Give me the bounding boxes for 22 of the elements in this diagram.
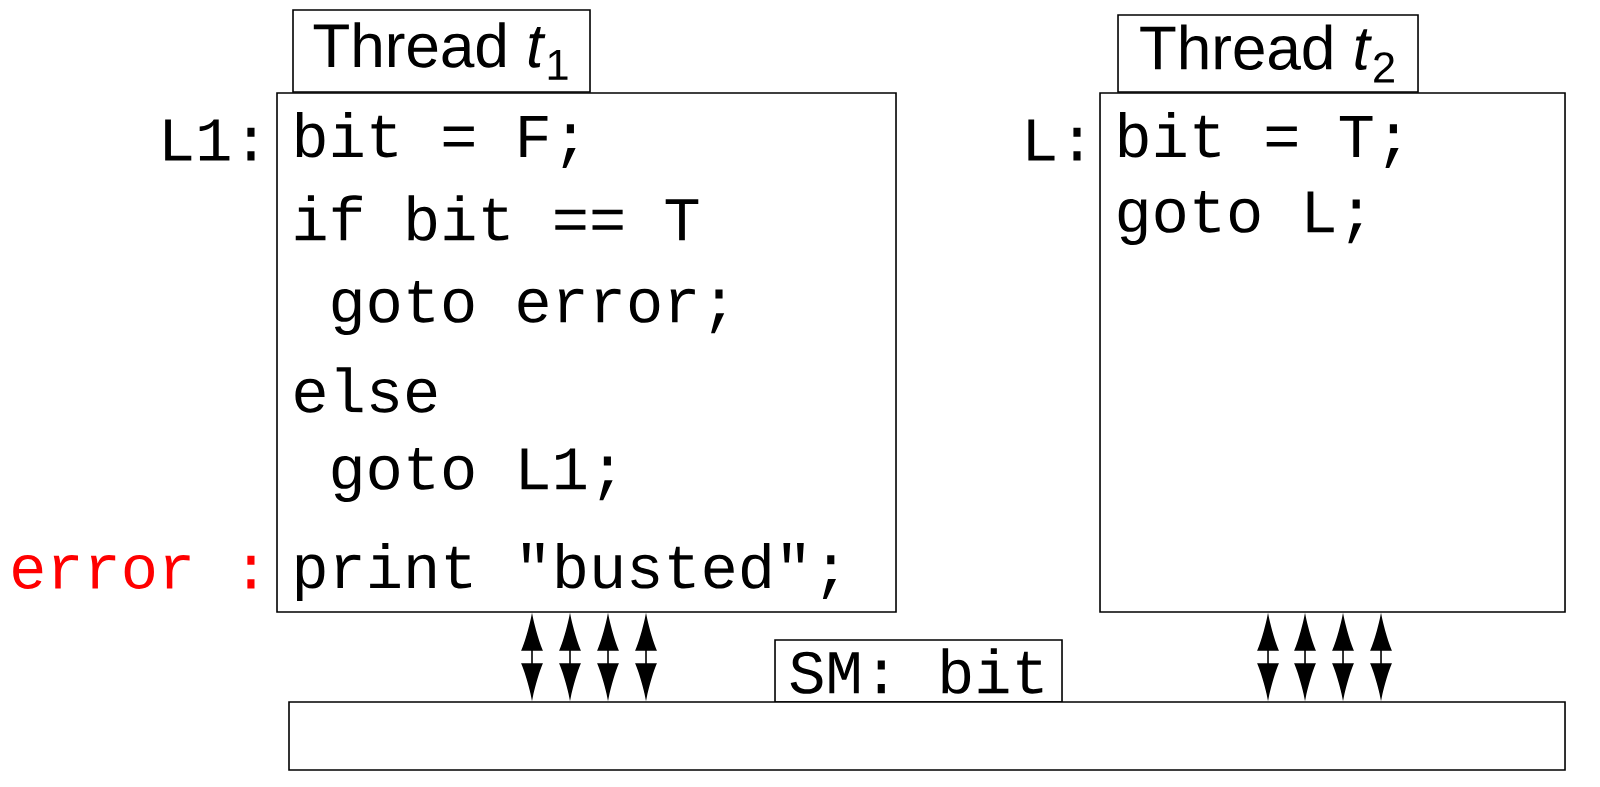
code-line: goto L; — [1118, 190, 1362, 246]
memory-label-box: SM: bit — [774, 639, 1063, 703]
statement-label: error : — [13, 555, 255, 589]
statement-label: L1: — [165, 119, 255, 161]
code-line: if bit == T — [295, 195, 699, 241]
code-line: goto L1; — [332, 447, 613, 503]
double-arrow — [1332, 616, 1354, 698]
double-arrow — [1294, 616, 1316, 698]
statement-label: L: — [1028, 119, 1081, 161]
code-line: bit = F; — [296, 112, 576, 168]
double-arrow — [635, 616, 657, 698]
code-line: else — [295, 367, 437, 413]
thread-title-box: Thread t$_{2}$ — [1117, 14, 1419, 93]
thread-title-box: Thread t$_{1}$ — [292, 9, 591, 93]
code-line: goto error; — [332, 280, 725, 336]
double-arrow — [597, 616, 619, 698]
double-arrow — [559, 616, 581, 698]
double-arrow — [1370, 616, 1392, 698]
double-arrow — [1257, 616, 1279, 698]
code-line: bit = T; — [1119, 112, 1399, 168]
code-line: print "busted"; — [296, 543, 836, 601]
double-arrow — [521, 616, 543, 698]
